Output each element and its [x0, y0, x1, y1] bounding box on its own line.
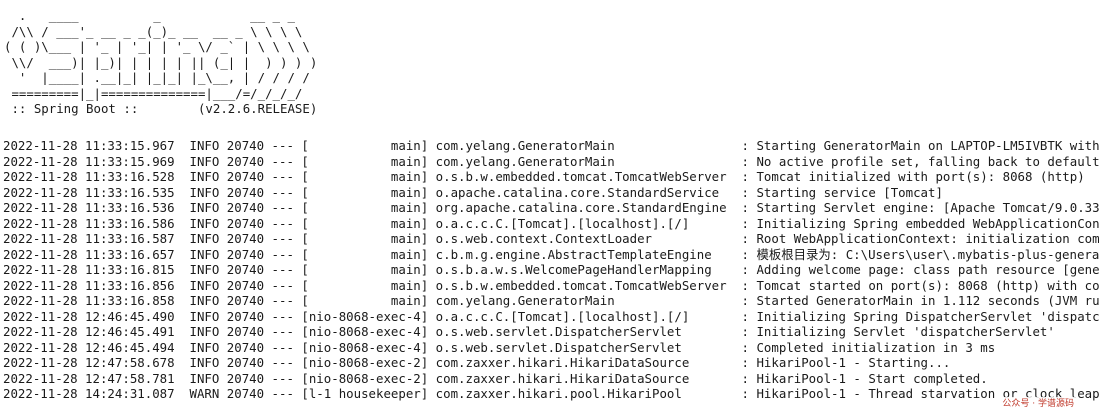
log-line: 2022-11-28 11:33:15.967 INFO 20740 --- [… — [3, 138, 1100, 153]
spring-boot-banner: . ____ _ __ _ _ /\\ / ___'_ __ _ _(_)_ _… — [4, 8, 318, 116]
log-line: 2022-11-28 14:24:31.087 WARN 20740 --- [… — [3, 386, 1100, 401]
log-line: 2022-11-28 11:33:16.535 INFO 20740 --- [… — [3, 184, 943, 200]
log-line: 2022-11-28 12:47:58.781 INFO 20740 --- [… — [3, 370, 988, 386]
log-line: 2022-11-28 11:33:16.856 INFO 20740 --- [… — [3, 277, 1100, 293]
log-line: 2022-11-28 11:33:16.815 INFO 20740 --- [… — [3, 262, 1100, 277]
log-line: 2022-11-28 12:47:58.678 INFO 20740 --- [… — [3, 355, 951, 370]
log-lines: 2022-11-28 11:33:15.967 INFO 20740 --- [… — [3, 138, 1100, 402]
log-line: 2022-11-28 12:46:45.491 INFO 20740 --- [… — [3, 324, 1055, 339]
log-line: 2022-11-28 12:46:45.490 INFO 20740 --- [… — [3, 308, 1100, 324]
log-line: 2022-11-28 11:33:16.528 INFO 20740 --- [… — [3, 169, 1085, 184]
watermark: 公众号 · 学谱源码 — [1000, 396, 1076, 412]
log-line: 2022-11-28 11:33:16.536 INFO 20740 --- [… — [3, 200, 1100, 215]
log-line: 2022-11-28 11:33:16.858 INFO 20740 --- [… — [3, 293, 1100, 308]
log-line: 2022-11-28 11:33:16.657 INFO 20740 --- [… — [3, 246, 1100, 262]
log-line: 2022-11-28 12:46:45.494 INFO 20740 --- [… — [3, 339, 996, 355]
log-line: 2022-11-28 11:33:16.587 INFO 20740 --- [… — [3, 231, 1100, 246]
log-line: 2022-11-28 11:33:15.969 INFO 20740 --- [… — [3, 153, 1100, 169]
log-line: 2022-11-28 11:33:16.586 INFO 20740 --- [… — [3, 215, 1100, 231]
